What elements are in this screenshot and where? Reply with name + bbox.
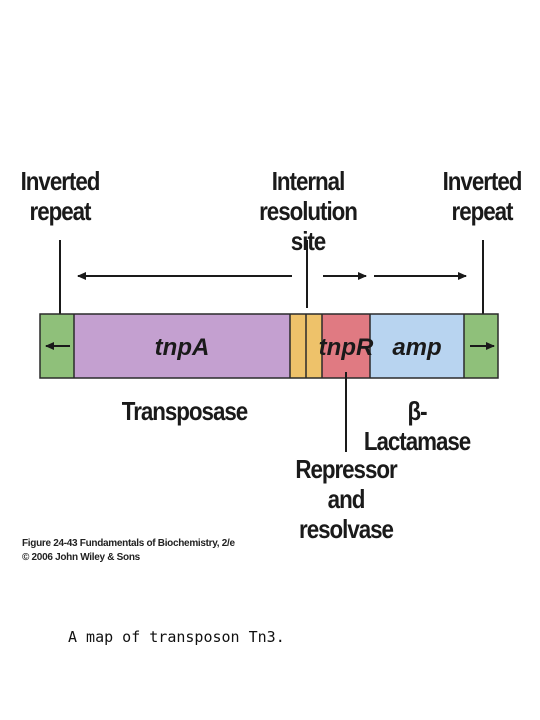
- tnpR-segment: [322, 314, 370, 378]
- inverted-repeat-right-line2: repeat: [451, 196, 514, 226]
- figure-credit-line1: Figure 24-43 Fundamentals of Biochemistr…: [22, 538, 235, 549]
- inverted-repeat-left-line2: repeat: [29, 196, 92, 226]
- inverted-repeat-right-label: Inverted repeat: [441, 166, 524, 226]
- tnpA-label: tnpA: [155, 334, 210, 361]
- inverted-repeat-left-line1: Inverted: [20, 166, 101, 196]
- beta-lactamase-label: β-Lactamase: [363, 396, 471, 456]
- repressor-line1: Repressor and: [295, 454, 397, 514]
- inverted-repeat-right-line1: Inverted: [442, 166, 523, 196]
- tnpA-segment: [74, 314, 290, 378]
- res-site-segment-2: [306, 314, 322, 378]
- repressor-line2: resolvase: [299, 514, 394, 544]
- amp-segment: [370, 314, 464, 378]
- figure-credit-line2: © 2006 John Wiley & Sons: [22, 552, 140, 563]
- repressor-resolvase-label: Repressor and resolvase: [286, 454, 406, 544]
- amp-label: amp: [392, 334, 441, 361]
- transposase-label: Transposase: [121, 396, 248, 426]
- internal-resolution-site-line1: Internal: [271, 166, 346, 196]
- internal-resolution-site-label: Internal resolution site: [246, 166, 370, 256]
- inverted-repeat-left-label: Inverted repeat: [19, 166, 102, 226]
- tnpR-label: tnpR: [319, 334, 374, 361]
- res-site-segment-1: [290, 314, 306, 378]
- segment-borders: [39, 313, 499, 379]
- internal-resolution-site-line2: resolution site: [259, 196, 358, 256]
- caption: A map of transposon Tn3.: [68, 628, 285, 646]
